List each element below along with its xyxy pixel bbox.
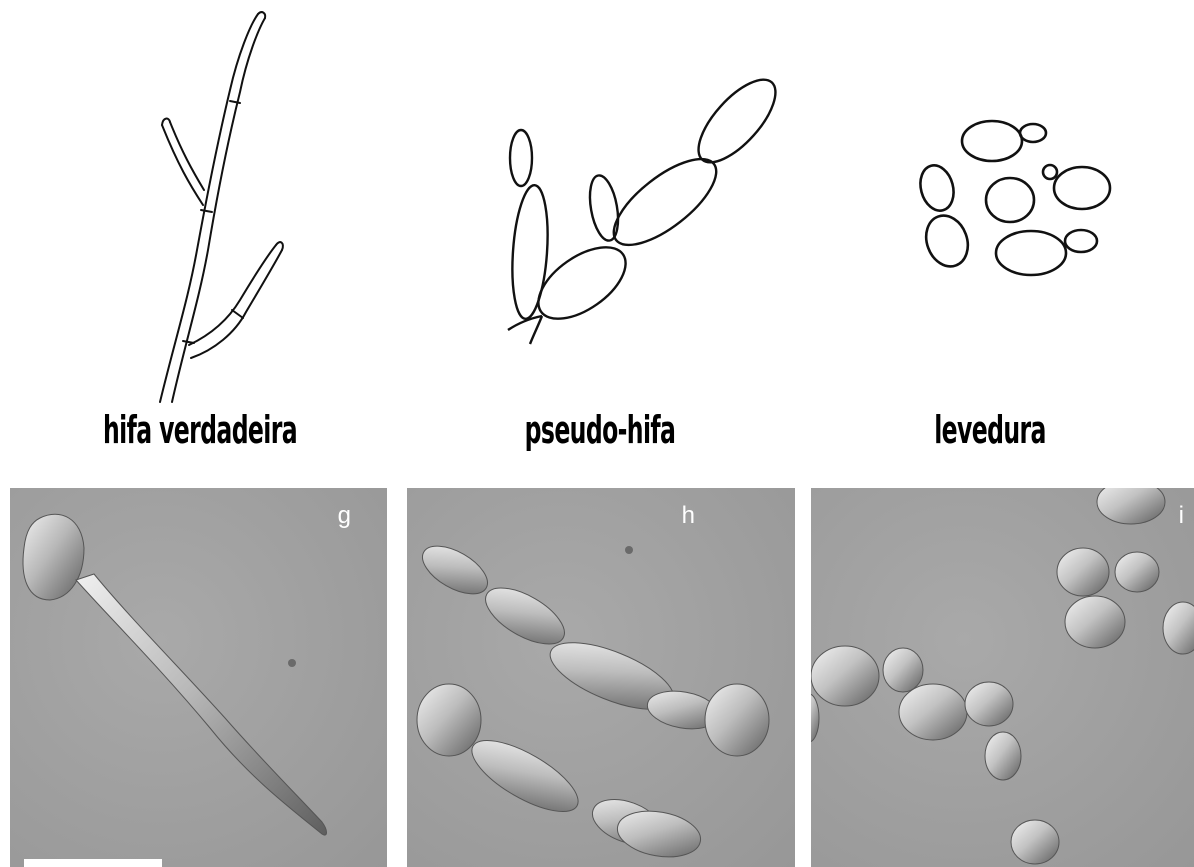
true-hypha-label: hifa verdadeira: [95, 408, 306, 468]
yeast-label: levedura: [885, 408, 1096, 468]
panel-letter-h: h: [682, 502, 695, 530]
pseudohypha-label: pseudo-hifa: [495, 408, 706, 468]
true-hypha-micrograph: g: [10, 488, 387, 867]
panel-letter-g: g: [338, 502, 351, 530]
true-hypha-drawing: [0, 0, 400, 410]
yeast-cells: [811, 488, 1194, 867]
true-hypha-cell: [10, 488, 387, 867]
pseudohypha-micrograph: h: [407, 488, 795, 867]
yeast-drawing: [800, 0, 1194, 410]
pseudohypha-drawing: [400, 0, 800, 410]
pseudohypha-cells: [407, 488, 795, 867]
yeast-micrograph: i: [811, 488, 1194, 867]
panel-letter-i: i: [1179, 502, 1184, 530]
scale-bar: [24, 859, 162, 867]
